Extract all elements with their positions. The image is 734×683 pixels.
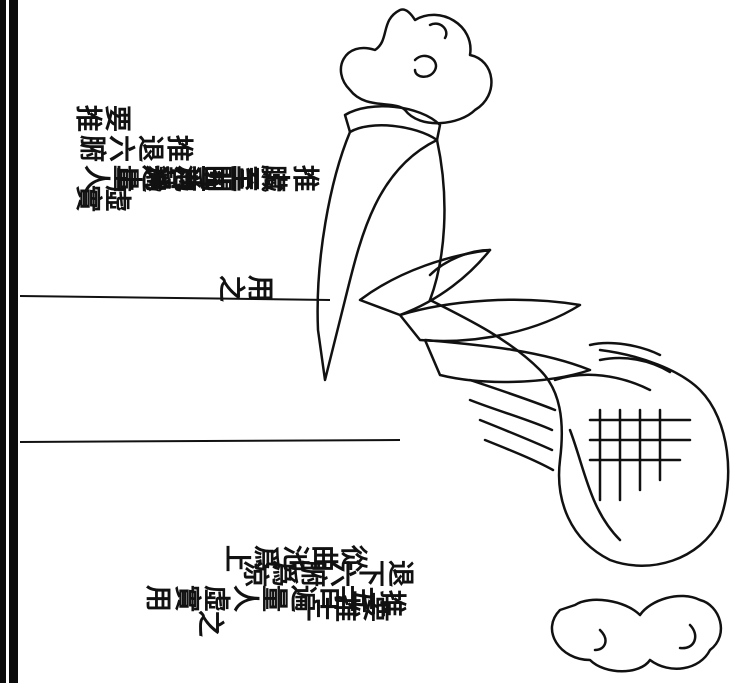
palm-outline — [428, 298, 730, 567]
leader-line-lower — [19, 439, 401, 443]
upper-cloud-ornament — [339, 8, 493, 125]
upper-text-col-4: 用之 — [217, 270, 275, 301]
finger-3 — [423, 338, 592, 384]
finger-2 — [398, 298, 582, 343]
upper-text-col-5: 推退六腑 — [78, 130, 194, 161]
finger-1 — [358, 248, 492, 317]
upper-text-col-6: 要推 — [74, 100, 132, 131]
leader-line-upper — [19, 295, 331, 301]
lower-cloud-ornament — [550, 594, 722, 673]
upper-text-col-7: 虛實 — [74, 180, 132, 211]
page-border-gap — [6, 0, 9, 683]
forearm-outline — [316, 130, 439, 382]
thumb — [428, 248, 492, 277]
wrist-cuff — [343, 105, 442, 142]
lower-text-col-2: 從曲池爲上 — [223, 540, 368, 571]
page-left-border — [0, 0, 18, 683]
lower-text-col-4: 之 — [196, 605, 225, 636]
lower-text-col-6: 推三 — [349, 585, 407, 616]
